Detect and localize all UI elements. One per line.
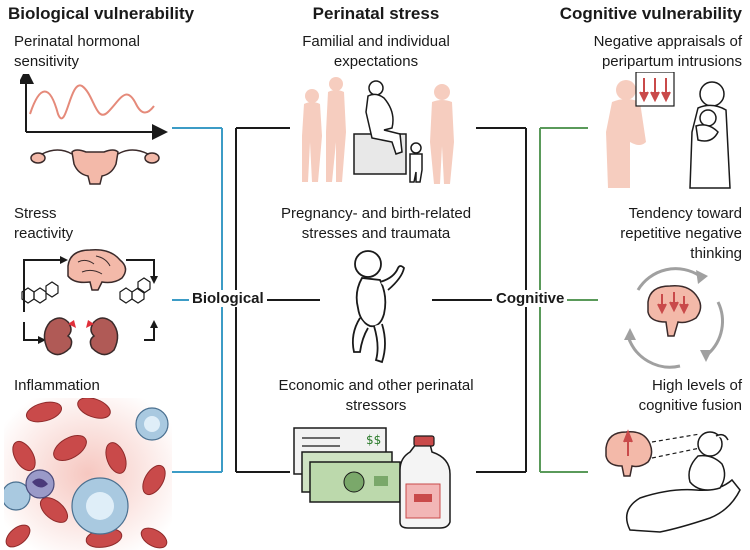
uterus-icon: [30, 149, 160, 185]
baby-icon: [351, 250, 405, 364]
rumination-brain-icon: [624, 267, 724, 369]
junction-biological: Biological: [189, 290, 267, 307]
child-icon: [409, 142, 423, 183]
label-stress-reactivity: Stress reactivity: [14, 205, 74, 242]
label-familial-expectations: Familial and individual expectations: [302, 33, 450, 70]
brain-icon: [605, 429, 653, 477]
header-biological-vulnerability: Biological vulnerability: [8, 4, 195, 23]
brain-icon: [647, 285, 702, 337]
label-perinatal-hormonal-sensitivity: Perinatal hormonal sensitivity: [14, 33, 140, 70]
milk-jug-icon: [399, 435, 451, 529]
label-pregnancy-birth-stresses: Pregnancy- and birth-related stresses an…: [280, 205, 472, 242]
mother-baby-icon: [606, 72, 731, 189]
cortisol-molecule-icon: [21, 281, 59, 304]
label-repetitive-negative-thinking: Tendency toward repetitive negative thin…: [620, 205, 742, 262]
money-milk-icon: $$: [293, 427, 451, 529]
thought-box-icon: [635, 72, 675, 107]
blood-cells-icon: [4, 398, 172, 550]
junction-cognitive: Cognitive: [493, 290, 568, 307]
svg-text:$$: $$: [366, 433, 381, 447]
family-figures-icon: [302, 77, 454, 184]
label-cognitive-fusion: High levels of cognitive fusion: [638, 377, 742, 414]
brain-icon: [67, 248, 127, 291]
header-cognitive-vulnerability: Cognitive vulnerability: [559, 4, 742, 23]
hormone-graph-icon: [20, 74, 168, 185]
kidneys-icon: [43, 317, 119, 356]
label-inflammation: Inflammation: [14, 377, 100, 394]
hpa-axis-icon: [21, 248, 158, 356]
cognitive-fusion-icon: [605, 429, 741, 533]
label-negative-appraisals: Negative appraisals of peripartum intrus…: [593, 33, 742, 70]
label-economic-stressors: Economic and other perinatal stressors: [278, 377, 474, 414]
banknote-icon: [301, 451, 401, 503]
header-perinatal-stress: Perinatal stress: [312, 4, 440, 23]
cortisol-molecule-icon-right: [119, 277, 151, 304]
pregnant-woman-icon: [353, 80, 407, 175]
